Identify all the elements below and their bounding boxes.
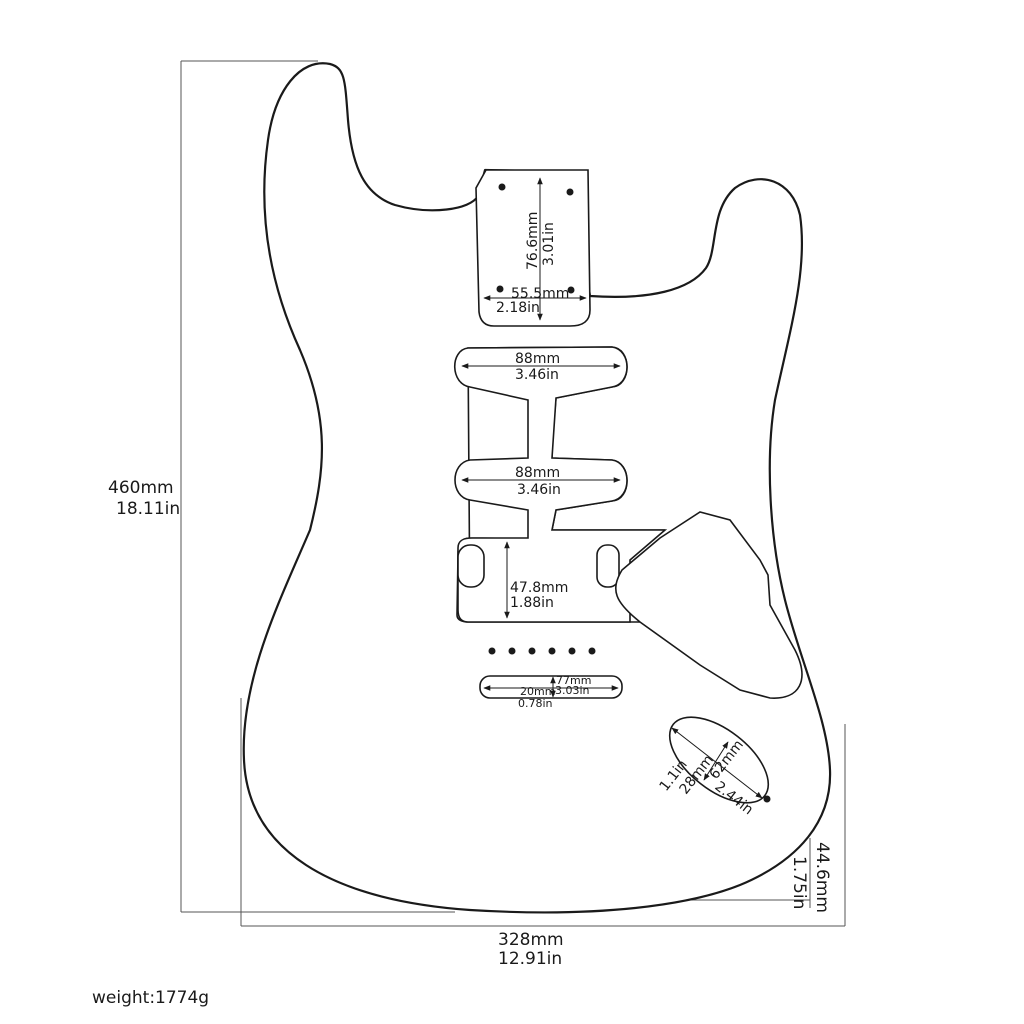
height-mm-label: 460mm	[108, 478, 174, 498]
tremolo-length-mm-label: 77mm	[556, 674, 591, 687]
weight-label: weight:1774g	[92, 988, 210, 1008]
bridge-cavity-in-label: 1.88in	[510, 595, 554, 611]
width-mm-label: 328mm	[498, 930, 564, 950]
output-jack-hole	[763, 795, 771, 803]
middle-pickup-in-label: 3.46in	[517, 482, 561, 498]
neck-pocket	[475, 169, 591, 327]
tremolo-width-in-label: 0.78in	[518, 697, 553, 710]
thickness-in-label: 1.75in	[789, 856, 809, 909]
tremolo-length-in-label: 3.03in	[555, 684, 590, 697]
neck-screw-hole	[496, 285, 504, 293]
height-dimension-lines	[180, 60, 455, 913]
bridge-cavity-mm-label: 47.8mm	[510, 580, 568, 596]
thickness-mm-label: 44.6mm	[812, 842, 832, 913]
switch-slot	[596, 544, 620, 588]
width-in-label: 12.91in	[498, 949, 562, 969]
neck-screw-hole	[566, 188, 574, 196]
neck-pickup-mm-label: 88mm	[515, 351, 560, 367]
switch-slot	[457, 544, 485, 588]
neck-screw-hole	[567, 286, 575, 294]
thickness-dimension-lines	[688, 838, 811, 908]
bridge-string-holes	[488, 647, 596, 655]
control-cavity-width-arrow	[703, 741, 729, 781]
body-outline	[242, 62, 832, 914]
neck-pickup-in-label: 3.46in	[515, 367, 559, 383]
tremolo-width-mm-label: 20mm	[520, 685, 555, 698]
neck-pocket-length-mm-label: 76.6mm	[525, 212, 541, 270]
height-in-label: 18.11in	[116, 499, 180, 519]
neck-pocket-width-mm-label: 55.5mm	[511, 286, 569, 302]
neck-pocket-width-in-label: 2.18in	[496, 300, 540, 316]
electronics-cavity	[614, 511, 803, 699]
middle-pickup-mm-label: 88mm	[515, 465, 560, 481]
neck-screw-hole	[498, 183, 506, 191]
neck-pocket-length-in-label: 3.01in	[541, 222, 557, 266]
width-dimension-lines	[240, 698, 846, 927]
